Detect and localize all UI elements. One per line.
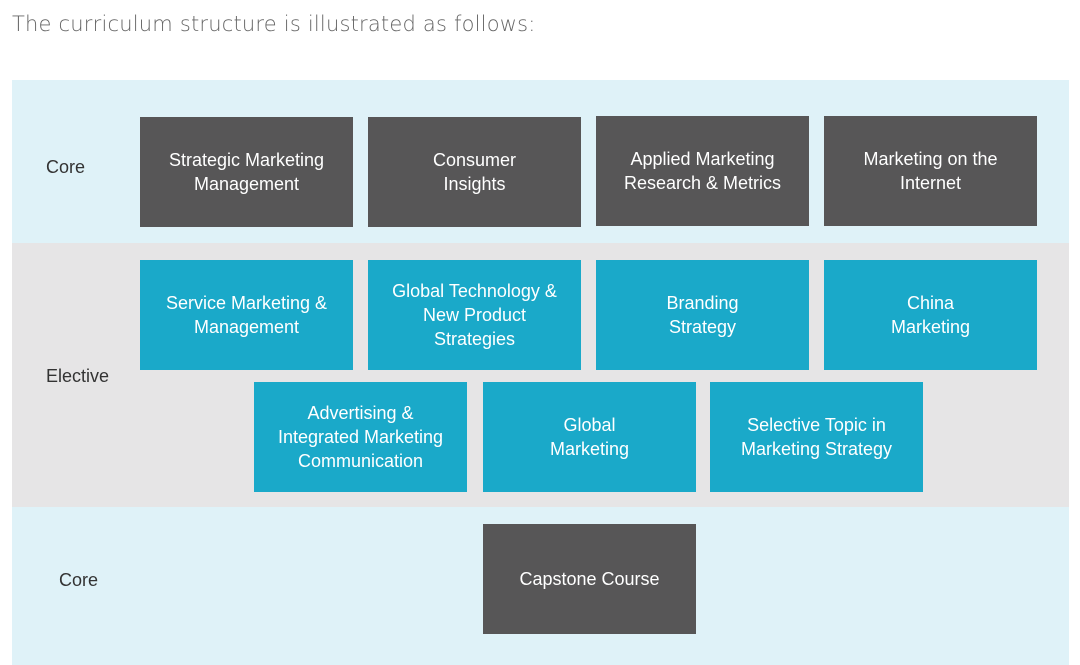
elective-label: Elective — [46, 366, 110, 386]
course-global-technology: Global Technology & New Product Strategi… — [368, 260, 581, 370]
course-selective-topic: Selective Topic in Marketing Strategy — [710, 382, 923, 492]
core-bottom-label: Core — [59, 570, 99, 590]
course-service-marketing: Service Marketing & Management — [140, 260, 353, 370]
course-consumer-insights: Consumer Insights — [368, 117, 581, 227]
intro-text: The curriculum structure is illustrated … — [12, 12, 536, 36]
course-applied-marketing-research: Applied Marketing Research & Metrics — [596, 116, 809, 226]
course-global-marketing: Global Marketing — [483, 382, 696, 492]
course-branding-strategy: Branding Strategy — [596, 260, 809, 370]
course-capstone: Capstone Course — [483, 524, 696, 634]
course-china-marketing: China Marketing — [824, 260, 1037, 370]
course-strategic-marketing-management: Strategic Marketing Management — [140, 117, 353, 227]
course-advertising-imc: Advertising & Integrated Marketing Commu… — [254, 382, 467, 492]
course-marketing-on-the-internet: Marketing on the Internet — [824, 116, 1037, 226]
core-top-label: Core — [46, 157, 86, 177]
